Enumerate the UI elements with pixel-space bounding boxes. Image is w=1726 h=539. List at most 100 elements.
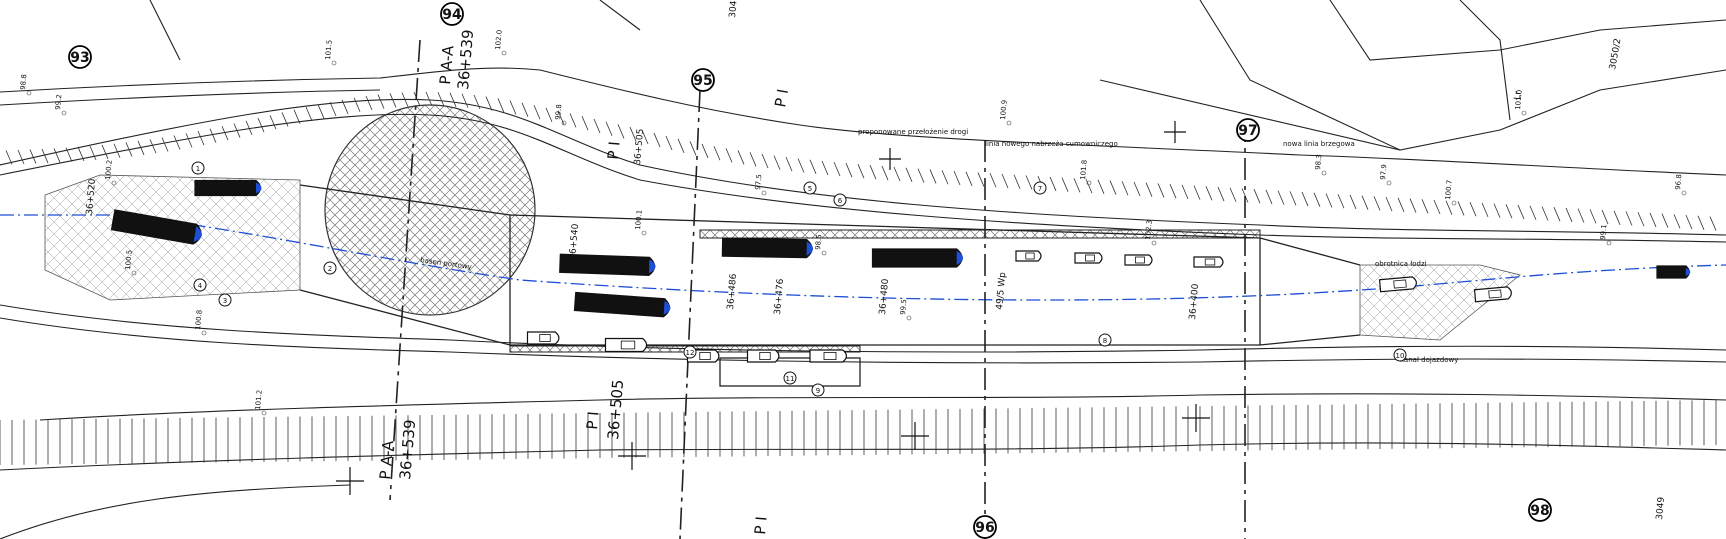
grid-marker-label: 11 (786, 375, 795, 383)
marker-96-label: 96 (975, 520, 994, 536)
slope-ticks-bottom (0, 400, 1717, 465)
elevation-label: 98.8 (19, 74, 28, 90)
marker-96: 96 (973, 515, 997, 539)
grid-marker-label: 10 (1396, 352, 1405, 360)
elevation-point (1321, 170, 1327, 176)
elevation-point (331, 60, 337, 66)
station-36-540: 36+540 (568, 223, 581, 260)
marker-93: 93 (68, 45, 92, 69)
grid-marker (1033, 181, 1047, 195)
elevation-label: 97.9 (1379, 164, 1388, 180)
boat-icon (1378, 276, 1417, 293)
slope-ticks-top (0, 91, 1717, 231)
note-proposed-road: proponowane przełożenie drogi (858, 128, 968, 136)
section-pa-bottom: P A-A (376, 439, 397, 480)
elevation-point (26, 90, 32, 96)
grid-marker (1098, 333, 1112, 347)
elevation-label: 100.8 (194, 310, 204, 331)
elevation-label: 98.3 (1314, 154, 1323, 170)
section-pa-top: P A-A (436, 44, 457, 85)
note-turning-basin: obrotnica łodzi (1375, 260, 1427, 268)
boat-icon (194, 179, 262, 197)
elevation-point (1006, 120, 1012, 126)
boat-icon (559, 253, 656, 276)
marker-93-label: 93 (70, 50, 89, 66)
grid-marker (1393, 348, 1407, 362)
section-p1-top-station: 36+505 (633, 128, 646, 165)
grid-marker-label: 2 (328, 265, 332, 273)
section-pa-top-station: 36+539 (454, 29, 477, 91)
elevation-label: 98.5 (814, 234, 823, 250)
grid-marker-label: 5 (808, 185, 812, 193)
elevation-label: 97.5 (754, 174, 763, 190)
grid-marker-label: 7 (1038, 185, 1042, 193)
boat-icon (1015, 250, 1042, 262)
elevation-point (821, 250, 827, 256)
elevation-point (61, 110, 67, 116)
station-36-520: 36+520 (85, 178, 98, 215)
boat-icon (604, 337, 648, 353)
grid-marker-label: 1 (196, 165, 200, 173)
elevation-label: 100.2 (104, 160, 114, 181)
boat-icon (746, 349, 780, 363)
grid-marker (191, 161, 205, 175)
right-hatched-zone (1359, 264, 1521, 341)
elevation-label: 100.5 (124, 250, 134, 271)
boat-icon (1473, 286, 1512, 303)
boats (110, 179, 1691, 363)
section-p1-upper-mark: P I (771, 88, 792, 109)
elevation-label: 100.7 (1444, 180, 1454, 201)
grid-marker-label: 4 (198, 282, 203, 290)
section-labels: P I 36+505 P I 36+505 P I P A-A 36+539 P… (376, 29, 792, 536)
marker-94: 94 (440, 2, 464, 26)
marker-98-label: 98 (1530, 503, 1549, 519)
elevation-point (1086, 180, 1092, 186)
station-36-486: 36+486 (726, 273, 739, 310)
grid-marker-label: 6 (838, 197, 843, 205)
elevation-point (906, 315, 912, 321)
elevation-label: 101.5 (324, 40, 334, 61)
grid-marker (811, 383, 825, 397)
elevation-point (1521, 110, 1527, 116)
marker-98: 98 (1528, 498, 1552, 522)
note-new-embankment: linia nowego nabrzeża cumowniczego (985, 140, 1118, 148)
station-36-400: 36+400 (1188, 283, 1201, 320)
elevation-label: 99.1 (1599, 224, 1608, 240)
grid-marker-label: 9 (816, 387, 820, 395)
elevation-label: 102.3 (1144, 220, 1154, 241)
grid-marker (193, 278, 207, 292)
boat-icon (1656, 265, 1691, 279)
note-parcel-3049: 3049 (1655, 496, 1667, 520)
section-p1-top: P I (604, 141, 624, 161)
survey-crosses (336, 121, 1210, 495)
boat-icon (721, 237, 814, 259)
elevation-point (111, 180, 117, 186)
section-p1-bottom-station: 36+505 (604, 379, 627, 441)
marker-94-label: 94 (442, 7, 462, 23)
elevation-point (1451, 200, 1457, 206)
circle-markers: 93 94 95 96 97 98 (68, 2, 1552, 539)
marker-97: 97 (1236, 118, 1260, 142)
channel-axis-line (0, 214, 1726, 301)
elevation-point (1606, 240, 1612, 246)
boat-icon (809, 349, 847, 363)
elevation-label: 99.2 (54, 94, 63, 110)
elevation-point (131, 270, 137, 276)
grid-marker (803, 181, 817, 195)
station-36-476: 36+476 (773, 278, 786, 315)
boat-icon (871, 248, 964, 268)
grid-marker (323, 261, 337, 275)
section-p1-bottom: P I (583, 411, 603, 431)
boat-icon (1074, 252, 1103, 264)
elevation-point (561, 120, 567, 126)
grid-marker (218, 293, 232, 307)
elevation-point (261, 410, 267, 416)
grid-marker (833, 193, 847, 207)
note-new-shoreline: nowa linia brzegowa (1283, 140, 1355, 148)
elevation-point (761, 190, 767, 196)
